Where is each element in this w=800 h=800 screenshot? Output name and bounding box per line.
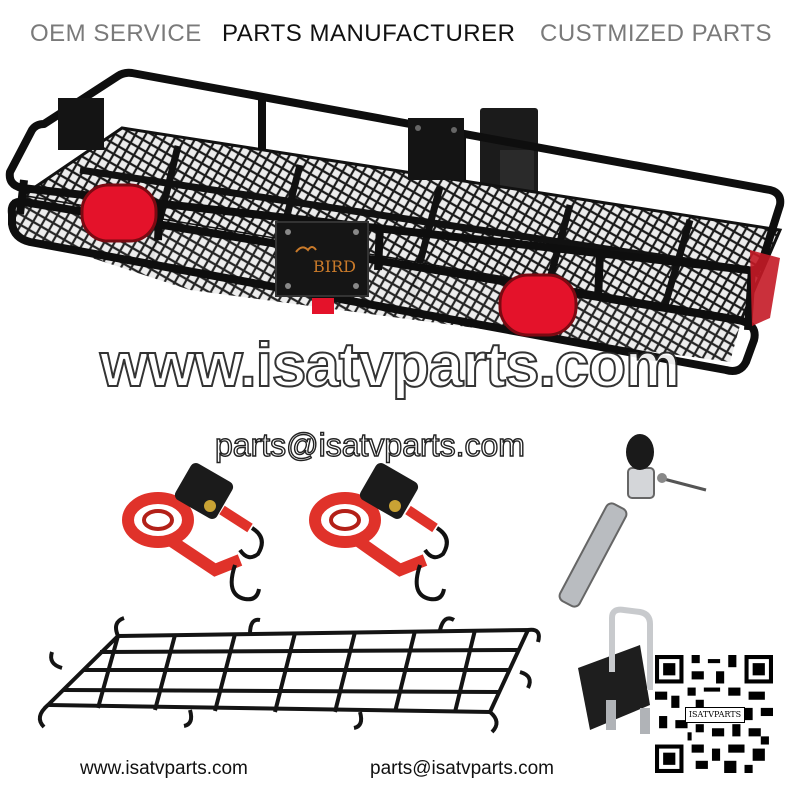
cargo-carrier-basket: BIRD [5, 68, 785, 375]
header-parts-manufacturer: PARTS MANUFACTURER [222, 20, 516, 47]
stabilizer-bracket [578, 606, 653, 734]
brand-plate-text: BIRD [313, 257, 356, 276]
footer-email: parts@isatvparts.com [370, 758, 555, 779]
hitch-lock-pin [558, 434, 707, 608]
qr-code-pattern [655, 655, 773, 773]
right-reflector [498, 273, 578, 337]
watermark-email: parts@isatvparts.com [214, 426, 525, 463]
ratchet-strap-right [309, 463, 449, 602]
header-customized-parts: CUSTMIZED PARTS [540, 20, 772, 47]
brand-plate [275, 221, 369, 297]
qr-code: ISATVPARTS [655, 655, 773, 773]
watermark-site: www.isatvparts.com [99, 330, 681, 401]
footer-site: www.isatvparts.com [80, 758, 248, 779]
ratchet-strap-left [122, 463, 264, 602]
cargo-net [37, 616, 541, 734]
header-bar: OEM SERVICE PARTS MANUFACTURER CUSTMIZED… [0, 0, 800, 70]
qr-label: ISATVPARTS [685, 707, 745, 723]
left-reflector [80, 183, 158, 243]
header-oem-service: OEM SERVICE [30, 20, 202, 47]
